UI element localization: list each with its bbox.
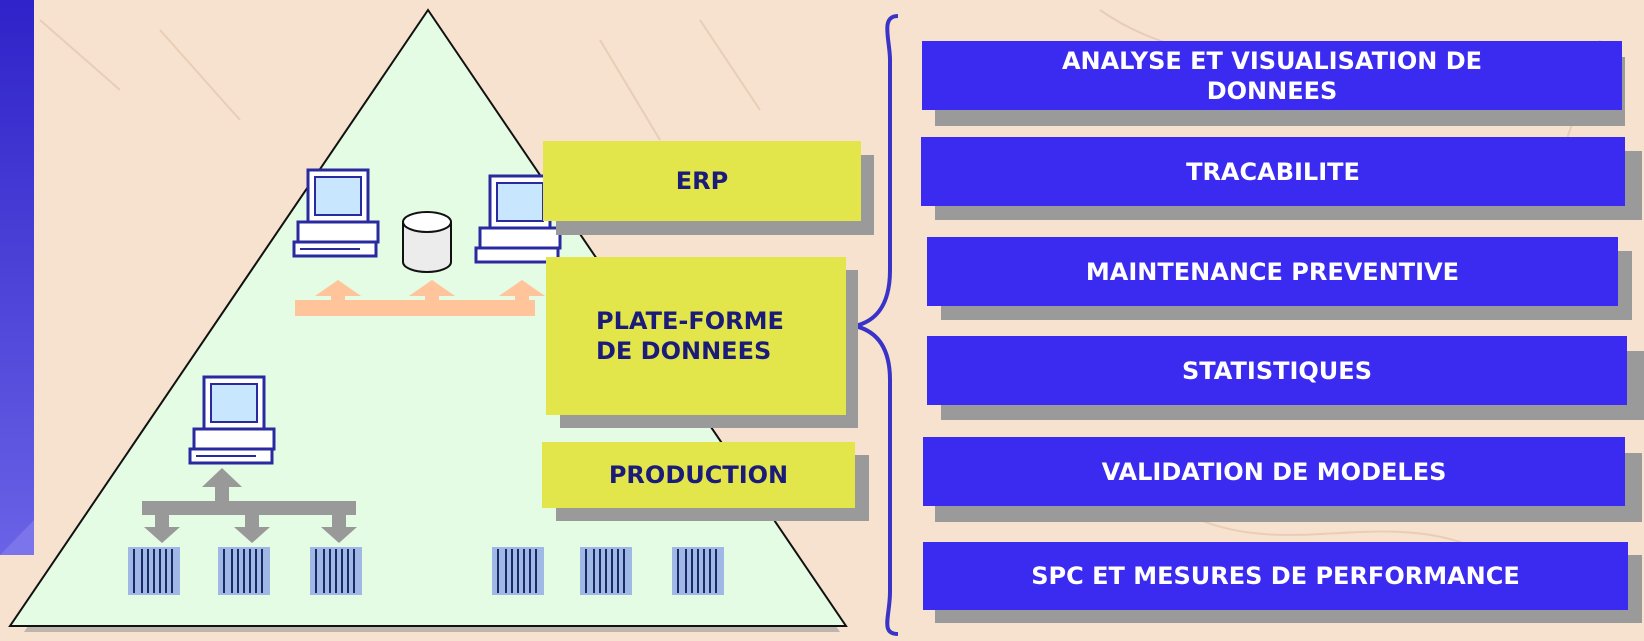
layer-box-production: PRODUCTION xyxy=(542,442,855,508)
arrow-up-icon xyxy=(202,468,242,503)
app-box-maintenance: MAINTENANCE PREVENTIVE xyxy=(927,237,1618,306)
app-label-spc: SPC ET MESURES DE PERFORMANCE xyxy=(1031,562,1520,590)
database-icon xyxy=(402,211,452,273)
curly-brace xyxy=(854,14,899,636)
app-label-maintenance: MAINTENANCE PREVENTIVE xyxy=(1085,257,1460,286)
layer-label-platform: PLATE-FORME DE DONNEES xyxy=(596,307,784,365)
layer-label-erp: ERP xyxy=(675,167,729,195)
layer-box-platform: PLATE-FORME DE DONNEES xyxy=(546,257,846,415)
computer-icon xyxy=(188,375,276,465)
plc-rack-icon xyxy=(672,547,724,595)
plc-rack-icon xyxy=(218,547,270,595)
computer-icon xyxy=(474,174,562,264)
app-box-analyse: ANALYSE ET VISUALISATION DE DONNEES xyxy=(922,41,1622,110)
app-label-tracabilite: TRACABILITE xyxy=(1186,157,1360,186)
left-accent-bar xyxy=(0,0,34,555)
app-label-validation: VALIDATION DE MODELES xyxy=(1101,457,1447,486)
layer-label-production: PRODUCTION xyxy=(608,461,789,489)
app-box-spc: SPC ET MESURES DE PERFORMANCE xyxy=(923,542,1628,610)
arrow-down-icon xyxy=(144,513,357,543)
plc-rack-icon xyxy=(128,547,180,595)
app-label-analyse: ANALYSE ET VISUALISATION DE DONNEES xyxy=(1061,46,1483,105)
arrow-up-icon xyxy=(315,280,545,306)
production-bus-bar xyxy=(142,501,356,515)
app-box-validation: VALIDATION DE MODELES xyxy=(923,437,1625,506)
platform-bus-bar xyxy=(295,300,535,316)
app-box-tracabilite: TRACABILITE xyxy=(921,137,1625,206)
plc-rack-icon xyxy=(492,547,544,595)
plc-rack-icon xyxy=(580,547,632,595)
app-label-statistiques: STATISTIQUES xyxy=(1182,356,1372,385)
plc-rack-icon xyxy=(310,547,362,595)
app-box-statistiques: STATISTIQUES xyxy=(927,336,1627,405)
layer-box-erp: ERP xyxy=(543,141,861,221)
computer-icon xyxy=(292,168,380,258)
